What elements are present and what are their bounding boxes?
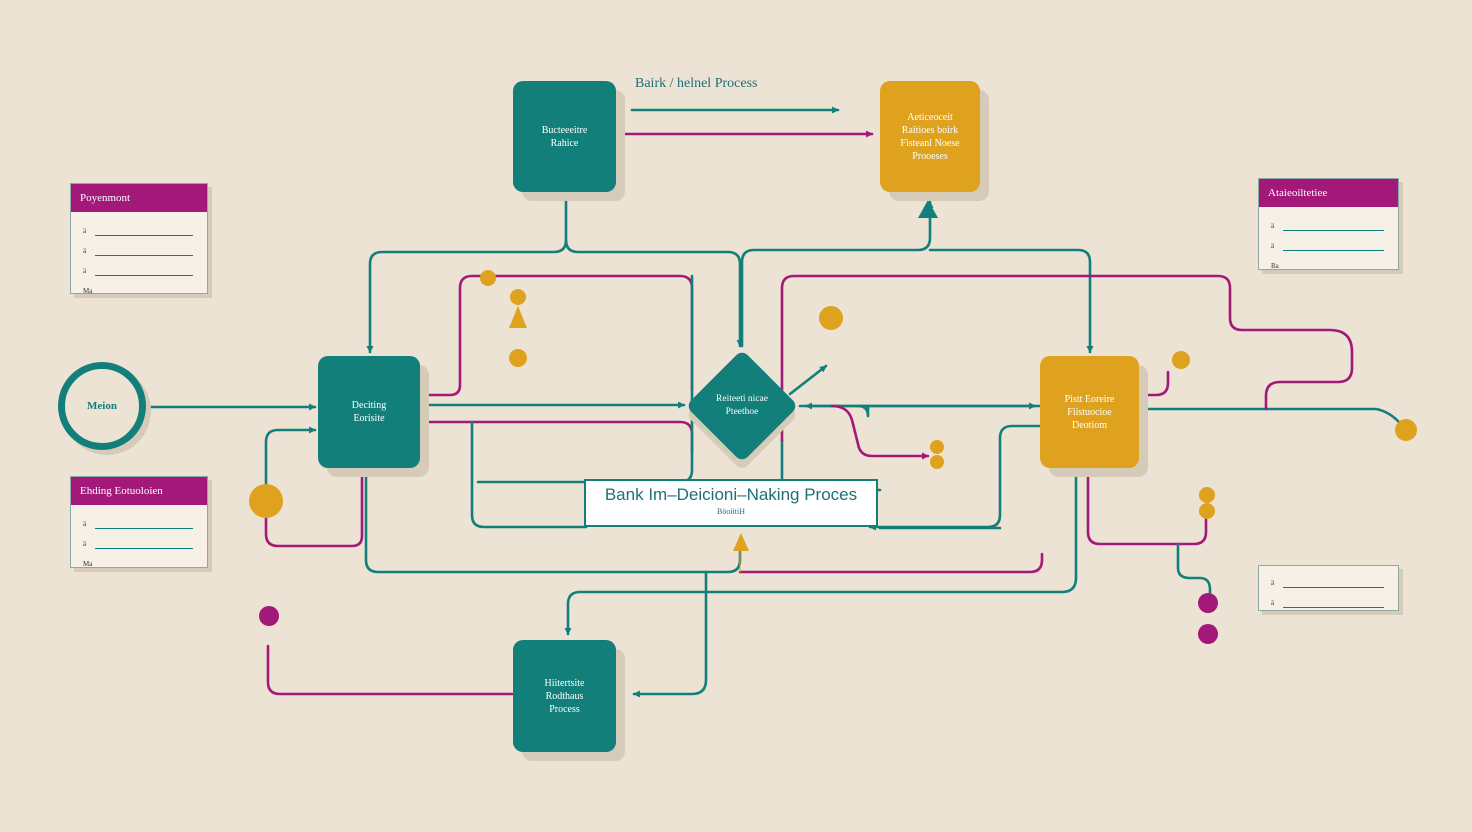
connector-bottom-second bbox=[564, 468, 1078, 636]
node-top-gold-line-1: Aeticeoceit bbox=[907, 111, 953, 123]
card-binding[interactable]: Ehding Eotuoloien ä ä Ma bbox=[70, 476, 208, 568]
start-node-label: Meion bbox=[87, 400, 117, 412]
node-top-gold-line-3: Fisteanl Noese bbox=[900, 137, 960, 149]
card-authorization-row: ä bbox=[1271, 231, 1384, 251]
node-bottom-teal-line-1: Hiitertsite bbox=[544, 677, 585, 689]
start-node[interactable]: Meion bbox=[58, 362, 146, 450]
card-binding-header: Ehding Eotuoloien bbox=[71, 477, 207, 505]
decision-diamond[interactable]: Reiteeti nicae Pteethoe bbox=[682, 346, 802, 466]
card-authorization-row: Ba bbox=[1271, 262, 1279, 270]
node-left-teal[interactable]: Deciting Eorisite bbox=[318, 356, 420, 468]
connector-bottom-long bbox=[364, 468, 742, 574]
card-binding-row: Ma bbox=[83, 560, 93, 568]
connector-left-diamond-magenta bbox=[418, 420, 694, 454]
connector-bottom-left-magenta bbox=[266, 644, 514, 696]
node-top-gold-line-2: Raitioes boirk bbox=[901, 124, 959, 136]
card-blank[interactable]: ä ä bbox=[1258, 565, 1399, 611]
card-payment-row: Ma bbox=[83, 287, 93, 295]
connector-topgold-rightgold bbox=[928, 248, 1094, 354]
card-binding-row: ä bbox=[83, 509, 193, 529]
node-right-gold-line-3: Deotiom bbox=[1072, 419, 1107, 431]
node-left-teal-line-1: Deciting bbox=[351, 400, 387, 411]
card-payment-row: ä bbox=[83, 216, 193, 236]
connector-to-bottom-box bbox=[632, 570, 708, 698]
connector-right-out bbox=[1138, 407, 1406, 430]
connector-to-topgold bbox=[740, 200, 934, 348]
node-bottom-teal-line-3: Process bbox=[549, 703, 580, 715]
decision-diamond-label: Reiteeti nicae Pteethoe bbox=[682, 393, 802, 419]
connector-right-down-magenta bbox=[1086, 468, 1208, 546]
decision-diamond-line-1: Reiteeti nicae bbox=[716, 394, 768, 404]
connector-right-down-teal bbox=[1176, 542, 1212, 602]
connector-under-left bbox=[470, 420, 588, 529]
node-top-teal-line-1: Bucteeeitre bbox=[541, 124, 588, 136]
card-authorization[interactable]: Ataieoiltetiee ä ä Ba bbox=[1258, 178, 1399, 270]
card-blank-row: ä bbox=[1271, 568, 1384, 588]
node-bottom-teal-line-2: Rodthaus bbox=[545, 690, 584, 702]
node-top-gold-line-4: Prooeses bbox=[912, 150, 948, 162]
card-authorization-header: Ataieoiltetiee bbox=[1259, 179, 1398, 207]
connector-diamond-down-magenta bbox=[830, 404, 930, 460]
card-payment-header: Poyenmont bbox=[71, 184, 207, 212]
node-top-teal-line-2: Rahice bbox=[550, 137, 579, 149]
card-binding-row: ä bbox=[83, 529, 193, 549]
connector-topbox-down bbox=[366, 192, 568, 354]
connector-right-magenta-small bbox=[1138, 370, 1170, 397]
node-bottom-teal[interactable]: Hiitertsite Rodthaus Process bbox=[513, 640, 616, 752]
connector-bottom-long-right bbox=[738, 552, 1044, 574]
connector-rightgold-loop bbox=[868, 424, 1042, 531]
node-left-teal-line-2: Eorisite bbox=[353, 413, 385, 424]
card-blank-row: ä bbox=[1271, 588, 1384, 608]
decorative-dots bbox=[249, 200, 1417, 644]
connector-loop-teal bbox=[476, 274, 694, 484]
diagram-title-box: Bank Im–Deicioni–Naking Proces BöoiitiH bbox=[584, 479, 878, 527]
node-right-gold-line-2: Fiistuocioe bbox=[1067, 406, 1112, 418]
card-payment-row: ä bbox=[83, 236, 193, 256]
connector-loop-top bbox=[418, 274, 694, 397]
node-right-gold-line-1: Pistt Eoreire bbox=[1064, 393, 1115, 405]
connector-diamond-up bbox=[788, 364, 828, 396]
decision-diamond-line-2: Pteethoe bbox=[725, 407, 759, 417]
connector-right-magenta-top bbox=[780, 274, 1354, 442]
card-payment-row: ä bbox=[83, 256, 193, 276]
connector-topbox-right bbox=[564, 238, 744, 348]
card-authorization-row: ä bbox=[1271, 211, 1384, 231]
node-top-teal[interactable]: Bucteeeitre Rahice bbox=[513, 81, 616, 192]
diagram-title: Bank Im–Deicioni–Naking Proces bbox=[604, 485, 858, 504]
connector-rightgold-diamond bbox=[856, 404, 870, 418]
card-payment[interactable]: Poyenmont ä ä ä Ma bbox=[70, 183, 208, 295]
top-process-label: Bairk / helnel Process bbox=[635, 76, 758, 91]
diagram-subtitle: BöoiitiH bbox=[716, 507, 745, 516]
node-top-gold[interactable]: Aeticeoceit Raitioes boirk Fisteanl Noes… bbox=[880, 81, 980, 192]
connector-left-bottom-magenta bbox=[264, 468, 364, 548]
connector-left-up bbox=[264, 426, 317, 492]
node-right-gold[interactable]: Pistt Eoreire Fiistuocioe Deotiom bbox=[1040, 356, 1139, 468]
